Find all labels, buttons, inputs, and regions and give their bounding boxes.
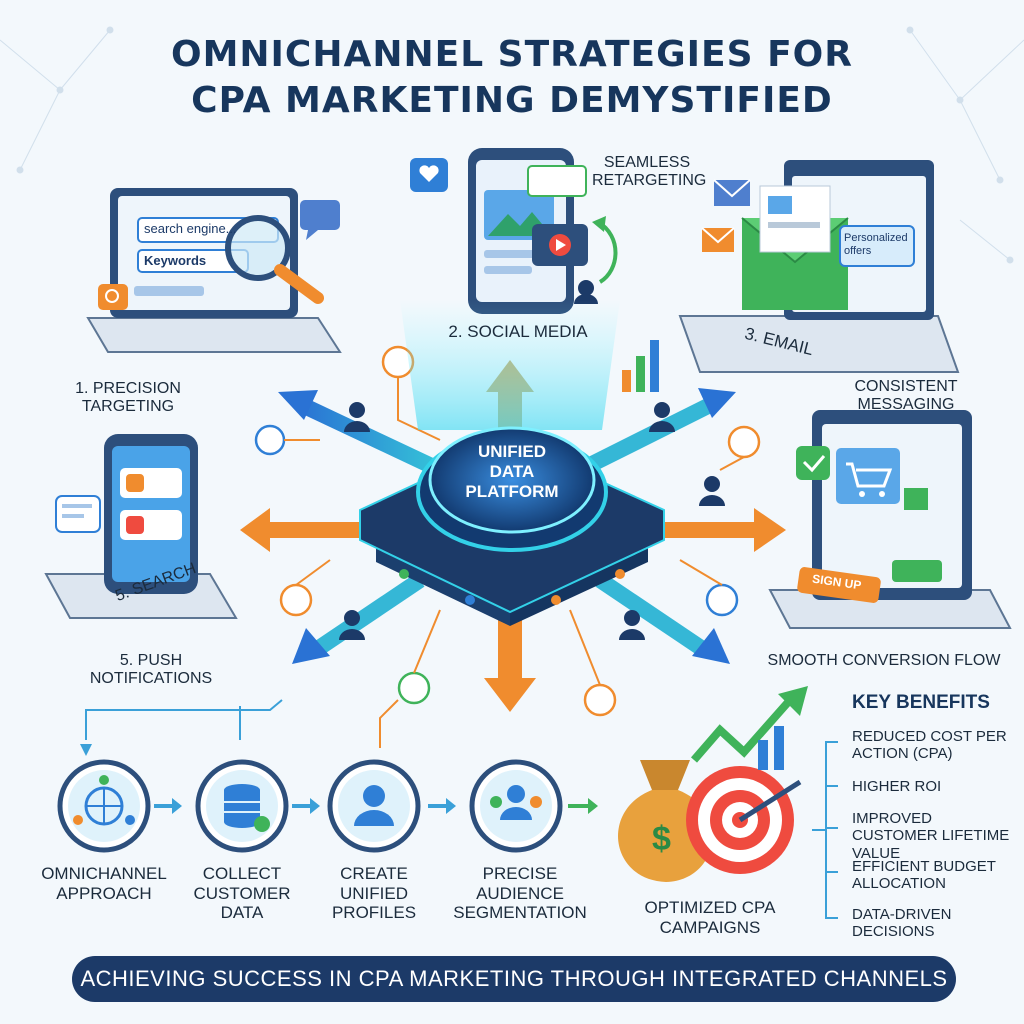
user-profile-icon <box>354 785 394 826</box>
precision-targeting-label: 1. PRECISION TARGETING <box>75 380 181 416</box>
benefit-item: REDUCED COST PER ACTION (CPA) <box>852 728 1007 763</box>
step-precise-audience-segmentation: PRECISE AUDIENCE SEGMENTATION <box>453 864 587 923</box>
social-media-label: 2. SOCIAL MEDIA <box>448 322 588 341</box>
smooth-conversion-flow-label: SMOOTH CONVERSION FLOW <box>767 652 1001 669</box>
database-icon <box>224 784 270 832</box>
title-line-1: OMNICHANNEL STRATEGIES FOR <box>170 34 853 75</box>
phone-social-illustration <box>410 148 618 314</box>
person-icons <box>339 402 725 640</box>
svg-text:$: $ <box>652 820 671 858</box>
money-bag-target-icon: $ <box>618 686 808 882</box>
email-monitor-illustration <box>678 160 960 373</box>
shopping-monitor-illustration <box>768 410 1012 629</box>
hub-line-2: DATA <box>489 462 535 481</box>
benefit-item: IMPROVED CUSTOMER LIFETIME VALUE <box>852 810 1010 862</box>
benefit-item: EFFICIENT BUDGET ALLOCATION <box>852 858 996 893</box>
globe-network-icon <box>73 775 135 826</box>
unified-data-platform-hub <box>359 300 665 626</box>
step-omnichannel-approach: OMNICHANNEL APPROACH <box>41 864 167 903</box>
benefit-item: DATA-DRIVEN DECISIONS <box>852 906 952 941</box>
audience-group-icon <box>490 785 542 820</box>
search-engine-text: search engine... <box>144 221 237 236</box>
footer-banner-text: ACHIEVING SUCCESS IN CPA MARKETING THROU… <box>80 966 948 991</box>
personalized-offers-text: Personalized offers <box>844 232 908 257</box>
network-decoration <box>0 26 1024 264</box>
benefits-bracket <box>812 741 838 919</box>
key-benefits-title: KEY BENEFITS <box>852 692 990 713</box>
hub-line-3: PLATFORM <box>465 482 559 501</box>
laptop-search-illustration <box>86 188 342 353</box>
hub-line-1: UNIFIED <box>478 442 546 461</box>
title-line-2: CPA MARKETING DEMYSTIFIED <box>191 80 833 121</box>
step-collect-customer-data: COLLECT CUSTOMER DATA <box>193 864 291 923</box>
benefit-item: HIGHER ROI <box>852 778 942 795</box>
small-node-icons <box>254 345 761 717</box>
step-create-unified-profiles: CREATE UNIFIED PROFILES <box>331 864 417 923</box>
bar-chart-icon <box>622 340 659 392</box>
footer-banner: ACHIEVING SUCCESS IN CPA MARKETING THROU… <box>72 956 956 1002</box>
consistent-messaging-label: CONSISTENT MESSAGING <box>854 378 958 414</box>
connector-lines <box>284 377 745 686</box>
step-optimized-cpa-campaigns: OPTIMIZED CPA CAMPAIGNS <box>644 898 776 937</box>
push-notifications-label: 5. PUSH NOTIFICATIONS <box>89 652 213 688</box>
process-flow <box>57 699 598 853</box>
seamless-retargeting-label: SEAMLESS RETARGETING <box>592 154 707 190</box>
keywords-text: Keywords <box>144 253 207 268</box>
phone-notifications-illustration <box>44 434 238 619</box>
